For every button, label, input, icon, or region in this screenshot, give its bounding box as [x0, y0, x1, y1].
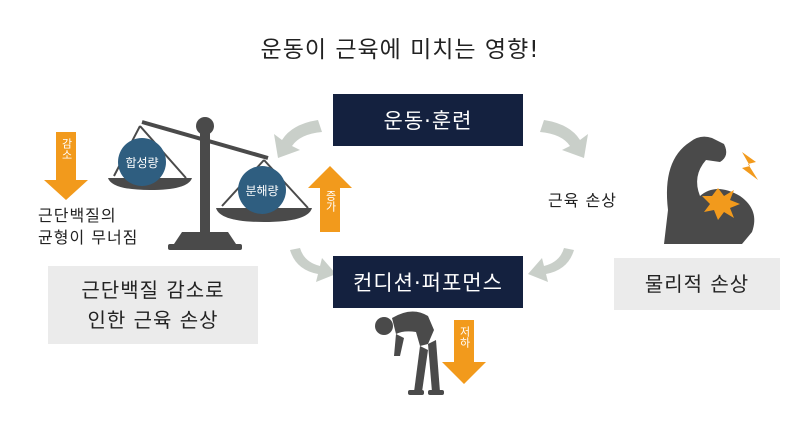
pain-burst-icon — [702, 152, 758, 220]
muscle-damage-label: 근육 손상 — [548, 191, 617, 210]
balance-label-line1: 근단백질의 — [38, 206, 117, 225]
physical-damage-box: 물리적 손상 — [614, 258, 780, 310]
protein-loss-box: 근단백질 감소로 인한 근육 손상 — [48, 266, 258, 344]
synthesis-label: 합성량 — [125, 156, 159, 170]
drop-arrow-icon — [442, 320, 486, 384]
breakdown-label: 분해량 — [245, 184, 279, 198]
decrease-label: 감소 — [60, 138, 73, 160]
exercise-box: 운동·훈련 — [333, 94, 523, 146]
page-title: 운동이 근육에 미치는 영향! — [260, 37, 540, 63]
cycle-arrow-bottom-right — [528, 248, 574, 282]
cycle-arrow-bottom-left — [290, 248, 336, 282]
tired-person-icon — [375, 311, 444, 395]
condition-box: 컨디션·퍼포먼스 — [333, 256, 523, 308]
synthesis-circle — [118, 138, 166, 186]
drop-label: 저하 — [458, 326, 471, 348]
balance-label-line2: 균형이 무너짐 — [38, 228, 139, 247]
cycle-arrow-top-left — [274, 120, 322, 158]
balance-label: 근단백질의 균형이 무너짐 — [38, 205, 138, 249]
flexed-arm-icon — [664, 136, 755, 244]
increase-label: 증가 — [324, 190, 337, 212]
protein-loss-line1: 근단백질 감소로 — [81, 278, 225, 302]
protein-loss-line2: 인한 근육 손상 — [87, 308, 219, 332]
cycle-arrow-top-right — [540, 120, 588, 158]
breakdown-circle — [238, 166, 286, 214]
decrease-arrow-icon — [44, 132, 88, 200]
increase-arrow-icon — [308, 166, 352, 232]
